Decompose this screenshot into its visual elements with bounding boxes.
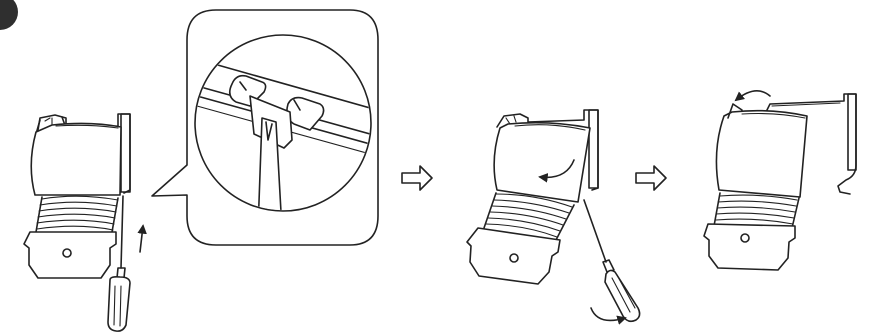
step2-screwdriver (583, 199, 641, 323)
curved-arrow-icon (538, 159, 627, 325)
callout-detail (194, 34, 372, 212)
right-arrow-icon (635, 165, 667, 191)
curved-arrow-icon (734, 90, 771, 102)
step3-fabric (713, 192, 800, 229)
step-badge-icon (0, 0, 18, 30)
step3-headrail (715, 103, 808, 198)
step1-headrail (30, 122, 122, 196)
up-arrow-icon (137, 224, 147, 253)
magnified-callout (151, 9, 379, 246)
step1-screwdriver (107, 195, 131, 332)
step3-open-bracket (763, 93, 857, 195)
step1-bottom-rail (23, 231, 117, 279)
step2-fabric (483, 192, 575, 241)
step3-bottom-rail (703, 223, 796, 271)
step2-bracket (496, 109, 599, 191)
step1-assembly (23, 113, 147, 332)
step2-headrail (493, 121, 591, 203)
step1-fabric (35, 195, 119, 233)
step2-assembly (466, 109, 641, 325)
step2-bottom-rail (466, 227, 561, 285)
right-arrow-icon (401, 165, 433, 191)
step3-assembly (703, 90, 857, 271)
